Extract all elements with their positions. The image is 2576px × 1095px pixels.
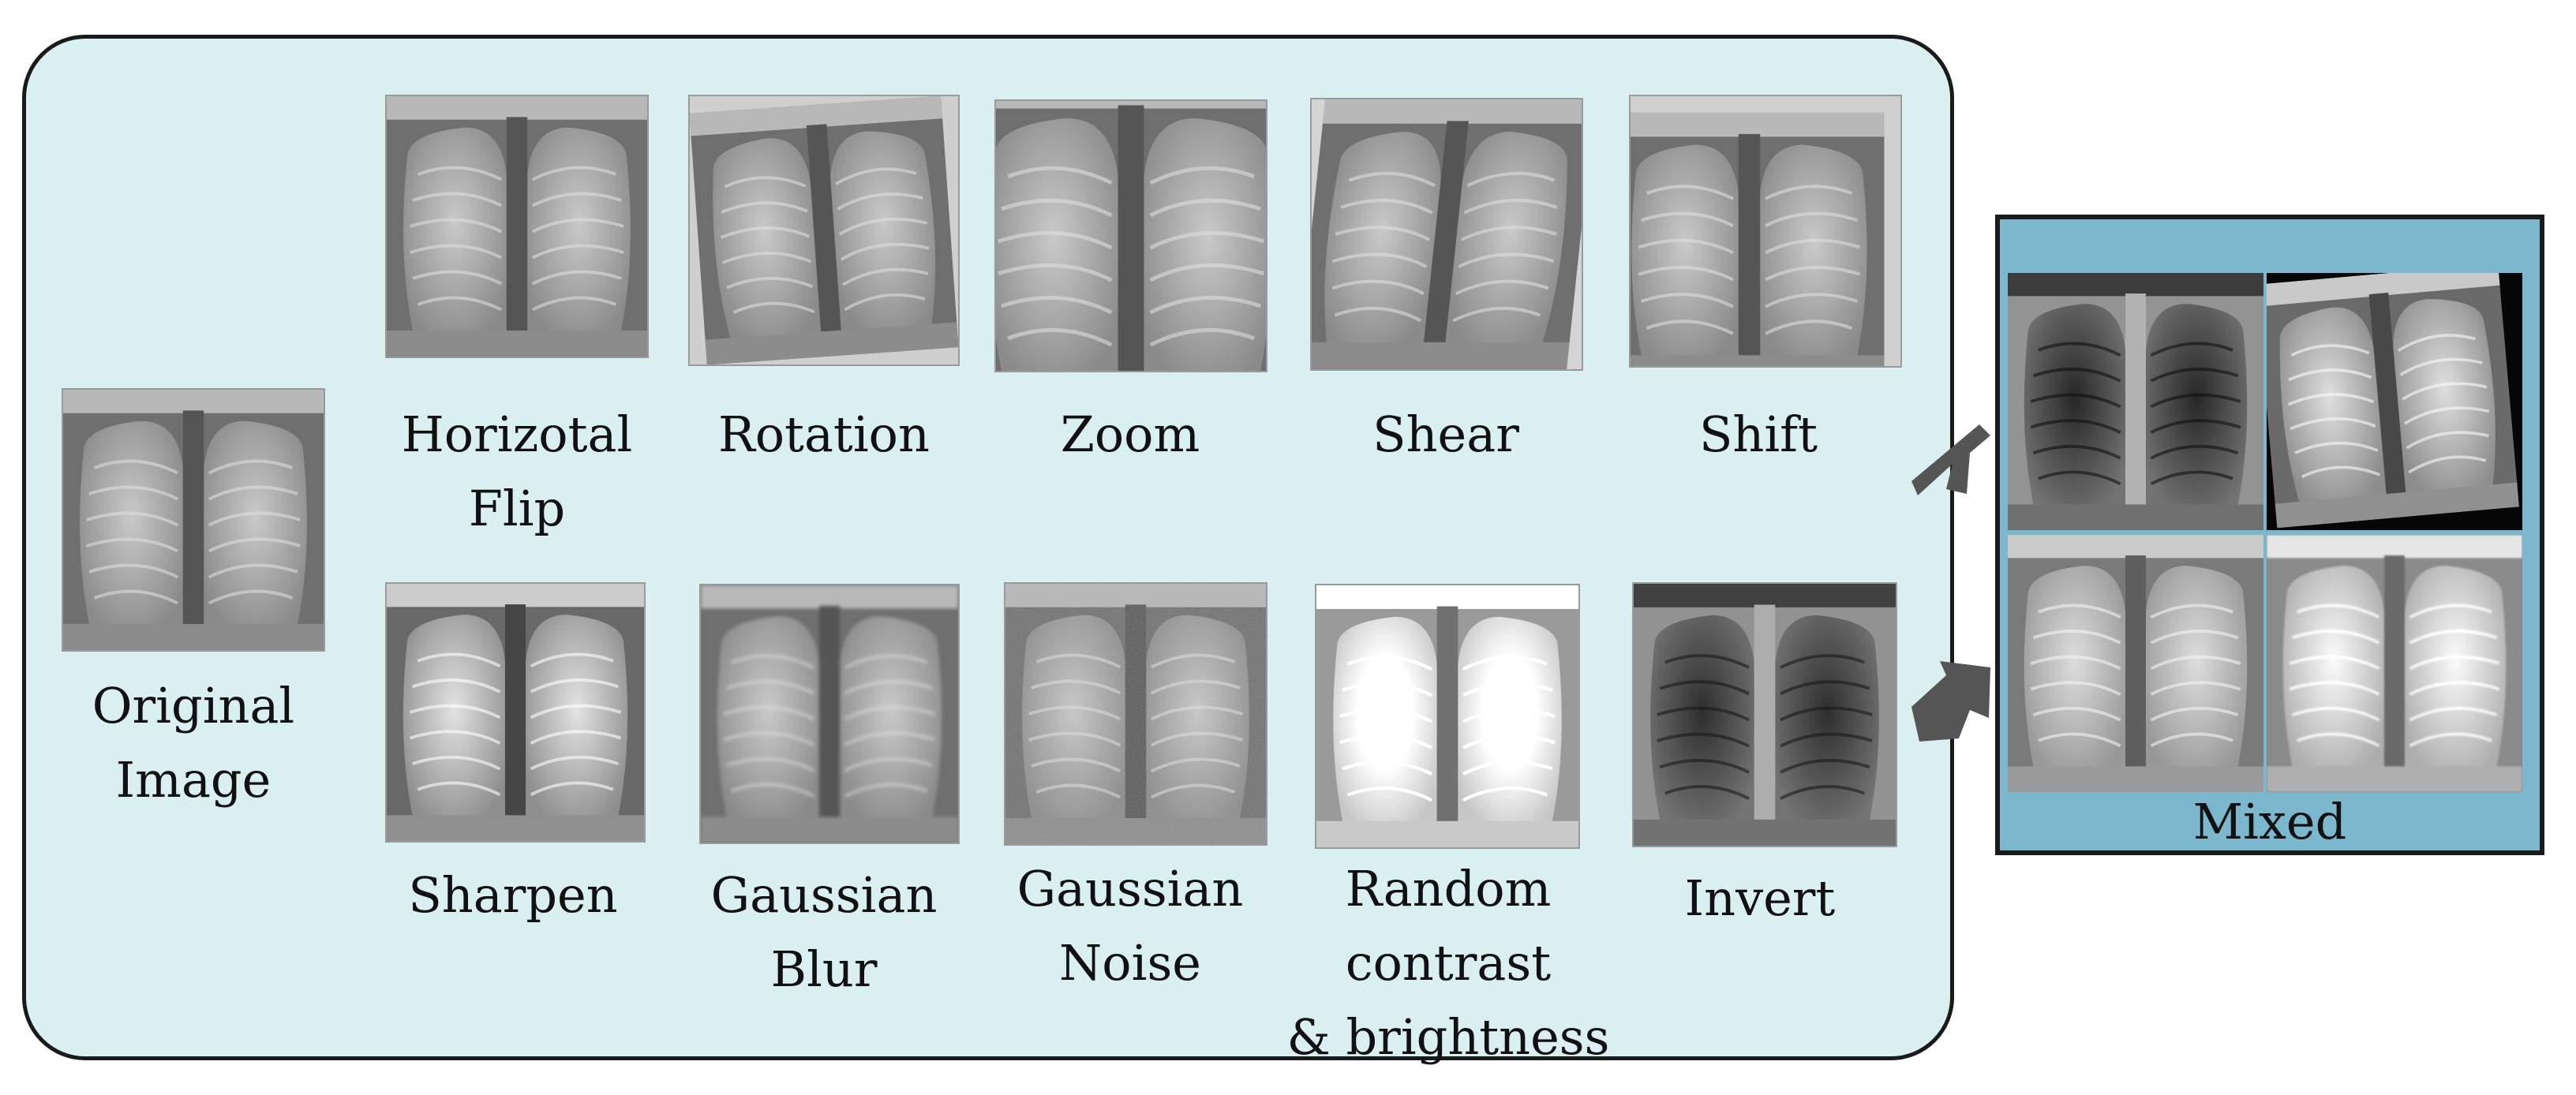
- mixed-label: Mixed: [2192, 793, 2347, 850]
- rotation-label: Rotation: [718, 405, 930, 463]
- shift-image: [1629, 95, 1902, 368]
- mixed-image-1: [2008, 273, 2263, 530]
- arrow-bottom-to-mixed: [1911, 661, 1990, 742]
- sharpen-label: Sharpen: [408, 866, 618, 924]
- random-contrast-brightness-image: [1315, 584, 1580, 849]
- rotation-image: [688, 95, 960, 366]
- mixed-image-3: [2008, 535, 2263, 792]
- gaussian-noise-image: [1004, 582, 1267, 846]
- mixed-image-4: [2267, 535, 2522, 792]
- shear-label: Shear: [1372, 405, 1519, 463]
- original-image-label: Original Image: [92, 677, 295, 809]
- invert-image: [1632, 582, 1897, 847]
- original-xray-image: [62, 388, 325, 652]
- invert-label: Invert: [1684, 869, 1836, 927]
- zoom-image: [994, 99, 1267, 372]
- mixed-image-2: [2267, 273, 2522, 530]
- random-contrast-brightness-label: Random contrast & brightness: [1286, 860, 1610, 1066]
- horizontal-flip-image: [385, 95, 649, 358]
- zoom-label: Zoom: [1060, 405, 1200, 463]
- gaussian-blur-label: Gaussian Blur: [710, 866, 938, 998]
- shear-image: [1310, 98, 1583, 371]
- shift-label: Shift: [1698, 405, 1818, 463]
- gaussian-noise-label: Gaussian Noise: [1017, 860, 1244, 992]
- horizontal-flip-label: Horizotal Flip: [401, 405, 633, 537]
- arrow-top-to-mixed: [1911, 424, 1990, 495]
- gaussian-blur-image: [699, 584, 960, 844]
- sharpen-image: [385, 582, 646, 843]
